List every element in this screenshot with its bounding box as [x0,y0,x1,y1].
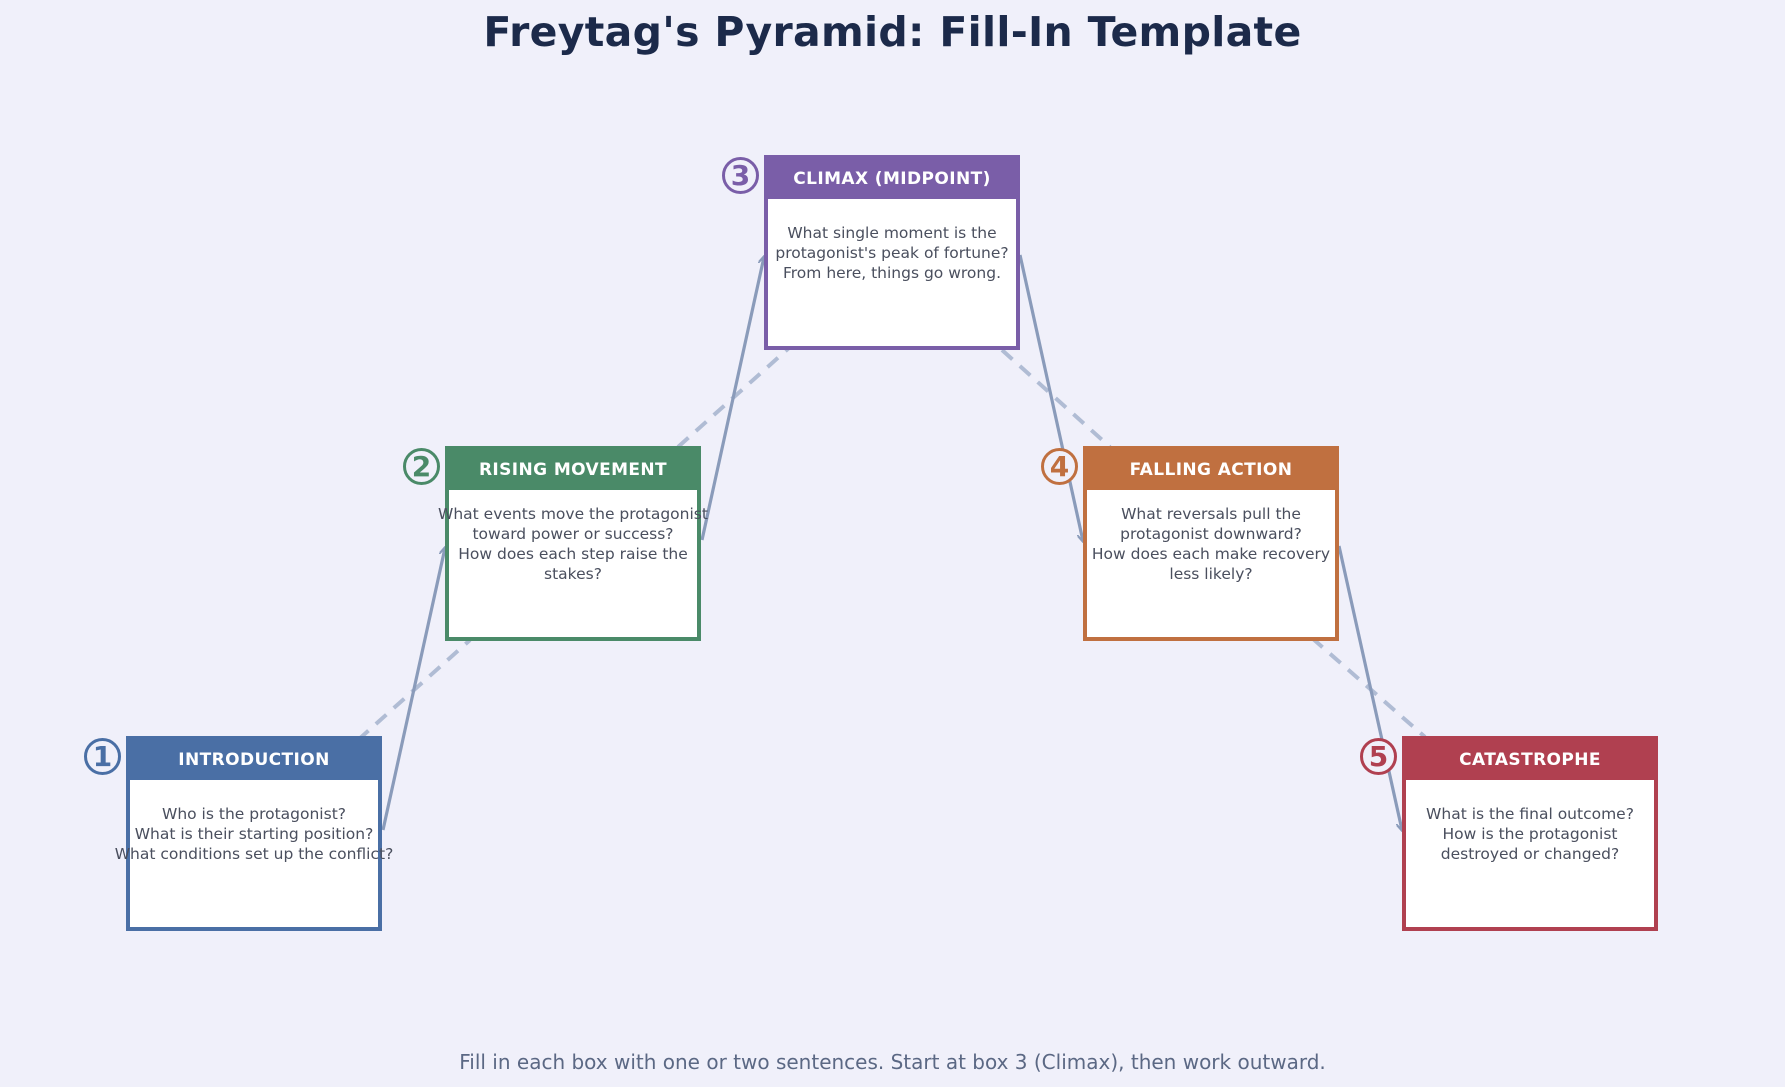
stage-box-rising-movement: RISING MOVEMENT What events move the pro… [438,446,708,641]
stage-heading: INTRODUCTION [130,740,378,780]
stage-heading: FALLING ACTION [1087,450,1335,490]
stage-prompt: What events move the protagonist toward … [438,504,708,583]
arrow-1-to-2 [381,548,445,831]
stage-prompt: What single moment is the protagonist's … [775,223,1009,282]
stage-heading: RISING MOVEMENT [449,450,697,490]
stage-prompt: What is the final outcome? How is the pr… [1426,804,1634,863]
stage-number-badge-4: 4 [1041,448,1078,485]
arrow-4-to-5 [1337,545,1402,830]
stage-number-badge-5: 5 [1360,738,1397,775]
stage-box-catastrophe: CATASTROPHE What is the final outcome? H… [1402,736,1658,931]
stage-prompt: Who is the protagonist? What is their st… [114,804,394,863]
stage-box-climax: CLIMAX (MIDPOINT) What single moment is … [764,155,1020,350]
stage-number-badge-3: 3 [722,157,759,194]
dashed-segment-4-5 [1310,636,1427,739]
stage-box-falling-action: FALLING ACTION What reversals pull the p… [1083,446,1339,641]
dashed-segment-3-4 [1000,348,1112,449]
pyramid-arrows [381,254,1402,831]
stage-box-introduction: INTRODUCTION Who is the protagonist? Wha… [115,736,393,931]
stage-heading: CATASTROPHE [1406,740,1654,780]
arrow-2-to-3 [700,257,764,541]
instructions-footnote: Fill in each box with one or two sentenc… [459,1050,1326,1074]
stage-number-badge-2: 2 [403,448,440,485]
stage-heading: CLIMAX (MIDPOINT) [768,159,1016,199]
stage-number-badge-1: 1 [84,738,121,775]
diagram-title: Freytag's Pyramid: Fill-In Template [483,8,1302,56]
arrow-3-to-4 [1018,254,1083,541]
stage-prompt: What reversals pull the protagonist down… [1091,504,1331,583]
